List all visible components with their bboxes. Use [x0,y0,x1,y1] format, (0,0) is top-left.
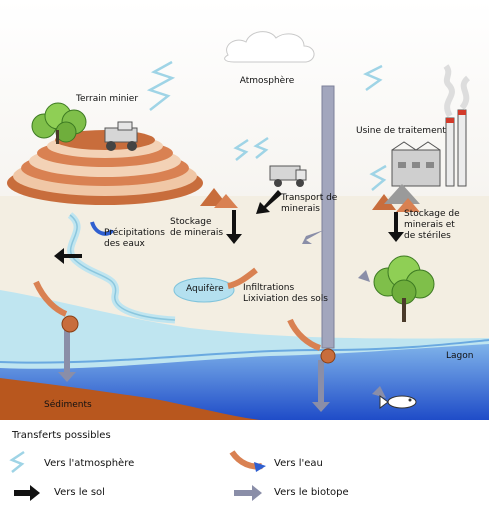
tree-right-icon [373,255,435,322]
trees-icon [31,102,87,144]
aquifer [173,277,235,303]
label-stock-sterile: Stockage de minerais et de stériles [404,209,460,241]
cloud-icon [224,31,315,63]
label-plant: Usine de traitement [356,126,446,136]
label-lagoon: Lagon [446,351,474,361]
transport-truck-icon [269,165,307,187]
label-mining-area: Terrain minier [76,94,139,104]
transfer-column [321,85,335,349]
mine-terraces [7,130,203,205]
legend-gray-arrow-icon [234,485,262,501]
legend-item-atmosphere: Vers l'atmosphère [44,458,135,469]
processing-plant-icon [391,64,471,187]
curved-arrow-icon [33,221,322,351]
legend-item-biotope: Vers le biotope [274,487,349,498]
wiggle-icon [146,60,387,191]
river-edge [69,214,176,321]
contamination-spot [320,348,336,364]
mining-truck-icon [104,121,138,151]
legend-title: Transferts possibles [12,430,111,441]
label-transport: Transport de minerais [281,193,338,214]
ore-pile-icon [200,188,238,208]
legend-item-soil: Vers le sol [54,487,105,498]
contamination-spot [61,315,79,333]
legend-item-water: Vers l'eau [274,458,323,469]
legend-wiggle-icon [9,450,25,473]
label-ore-stock: Stockage de minerais [170,217,224,238]
fish-icon [379,395,417,409]
label-sediments: Sédiments [44,400,92,410]
legend-black-arrow-icon [14,485,40,501]
sediments [0,378,260,420]
sterile-pile-icon [372,184,420,212]
legend-curved-arrow-icon [229,450,266,472]
gray-arrow-icon [58,230,386,412]
label-precipitation: Précipitations des eaux [104,228,165,249]
label-aquifer: Aquifère [186,284,224,294]
label-atmosphere: Atmosphère [239,76,295,86]
lagoon-surface [0,339,489,364]
label-infiltration: Infiltrations Lixiviation des sols [243,283,328,304]
black-arrow-icon [54,190,404,264]
